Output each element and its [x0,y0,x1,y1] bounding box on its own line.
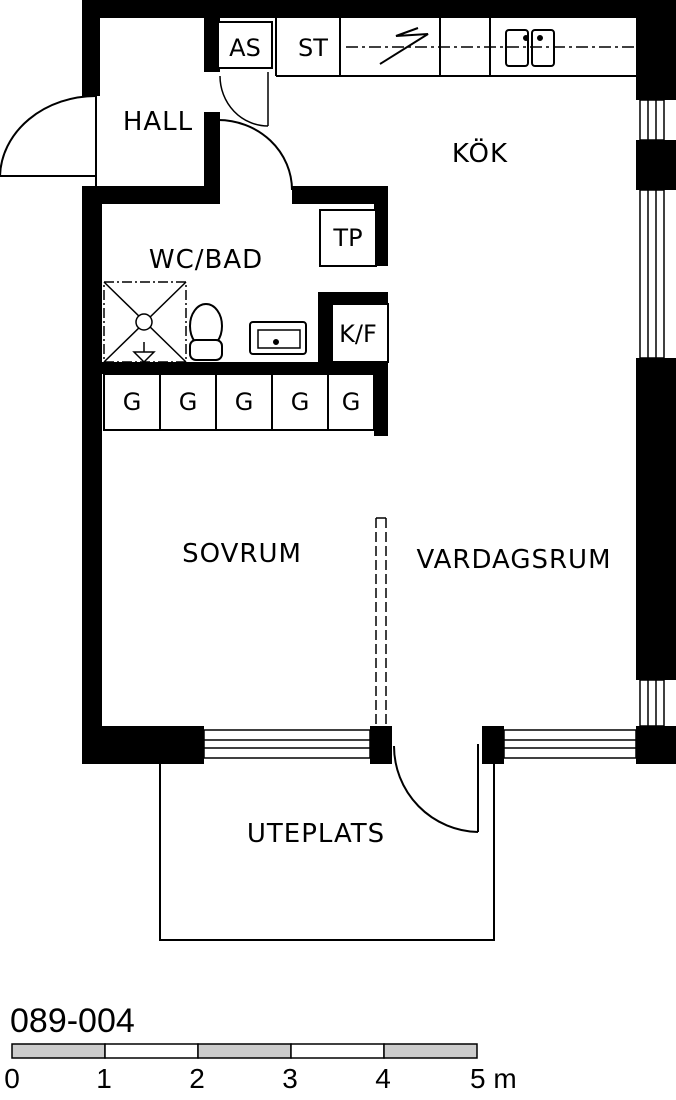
sink [249,321,307,355]
tp-label: TP [332,224,362,252]
wardrobe-label: G [235,388,254,416]
wardrobe-label: G [179,388,198,416]
shower [103,281,187,364]
room-label-wc-bad: WC/BAD [149,245,263,275]
scale-segment [290,1043,385,1059]
toilet [189,303,223,361]
wardrobes [103,373,375,431]
entry-door [0,95,97,186]
scale-tick-label: 1 [96,1063,112,1094]
tp-cabinet: TP [319,209,377,267]
as-label: AS [229,34,261,62]
uteplats-outline [159,764,495,941]
plan-code: 089-004 [10,1002,135,1040]
as-cabinet: AS [217,21,273,69]
scale-ticks: 0 1 2 3 4 5 m [4,1063,516,1094]
bottom-windows [203,729,637,759]
sliding-partition [375,517,387,726]
scale-segment [383,1043,478,1059]
as-door-swing [219,72,269,127]
kf-label: K/F [339,320,377,348]
room-label-sovrum: SOVRUM [182,539,302,569]
room-label-uteplats: UTEPLATS [247,819,385,849]
wc-door [217,119,293,191]
scale-segment [104,1043,199,1059]
scale-tick-label: 2 [189,1063,205,1094]
st-label: ST [298,34,328,62]
scale-tick-label: 5 m [470,1063,517,1094]
wardrobe-label: G [342,388,361,416]
wardrobe-label: G [291,388,310,416]
scale-tick-label: 3 [282,1063,298,1094]
room-label-hall: HALL [123,107,193,137]
right-windows [639,99,665,727]
scale-bar [11,1043,478,1059]
walls [82,0,676,764]
kf-cabinet: K/F [331,303,389,363]
scale-segment [11,1043,106,1059]
room-label-kok: KÖK [452,137,508,169]
kitchen-counter [275,18,636,77]
balcony-door [393,744,479,833]
scale-segment [197,1043,292,1059]
scale-tick-label: 4 [375,1063,391,1094]
scale-tick-label: 0 [4,1063,20,1094]
wardrobe-label: G [123,388,142,416]
room-label-vardagsrum: VARDAGSRUM [416,545,611,575]
